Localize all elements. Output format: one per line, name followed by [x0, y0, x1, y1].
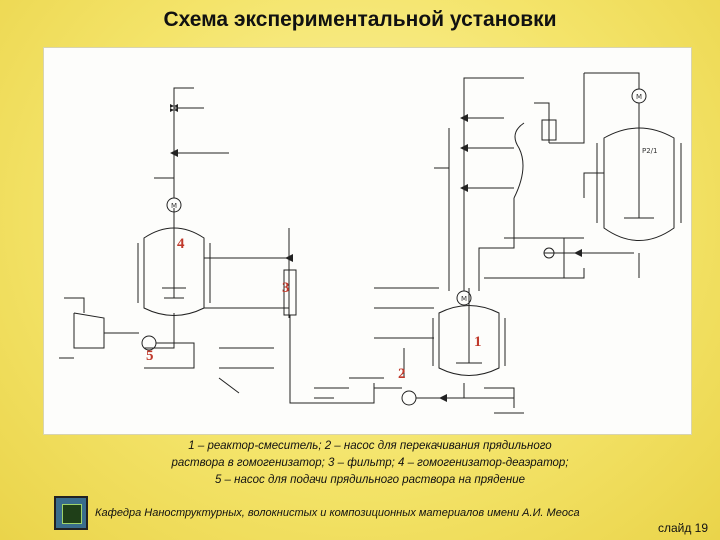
- callout-1: 1: [474, 334, 482, 350]
- homogenizer-vessel: [137, 208, 211, 316]
- motor-label: M: [171, 202, 177, 210]
- callout-3: 3: [282, 280, 290, 296]
- callout-4: 4: [177, 236, 185, 252]
- callout-5: 5: [146, 348, 154, 364]
- caption-line: раствора в гомогенизатор; 3 – фильтр; 4 …: [171, 457, 569, 469]
- motor-label: M: [461, 295, 467, 303]
- process-scheme: M M M Р2/1 4 3 1 2 5: [43, 47, 692, 435]
- reactor-mixer: [432, 288, 506, 376]
- vessel-p2-1: [596, 103, 682, 241]
- vessel-label: Р2/1: [642, 147, 658, 155]
- callout-2: 2: [398, 366, 406, 382]
- caption-line: 5 – насос для подачи прядильного раствор…: [214, 474, 526, 486]
- footer-department: Кафедра Наноструктурных, волокнистых и к…: [95, 507, 580, 519]
- department-logo: [54, 496, 88, 530]
- slide-title: Схема экспериментальной установки: [163, 8, 557, 31]
- motor-label: M: [636, 93, 642, 101]
- slide-number: слайд 19: [657, 521, 708, 535]
- pump-2: [401, 390, 417, 406]
- figure-caption: 1 – реактор-смеситель; 2 – насос для пер…: [100, 438, 640, 489]
- scheme-drawing: M M M Р2/1 4 3 1 2 5: [59, 72, 682, 414]
- caption-line: 1 – реактор-смеситель; 2 – насос для пер…: [188, 440, 552, 452]
